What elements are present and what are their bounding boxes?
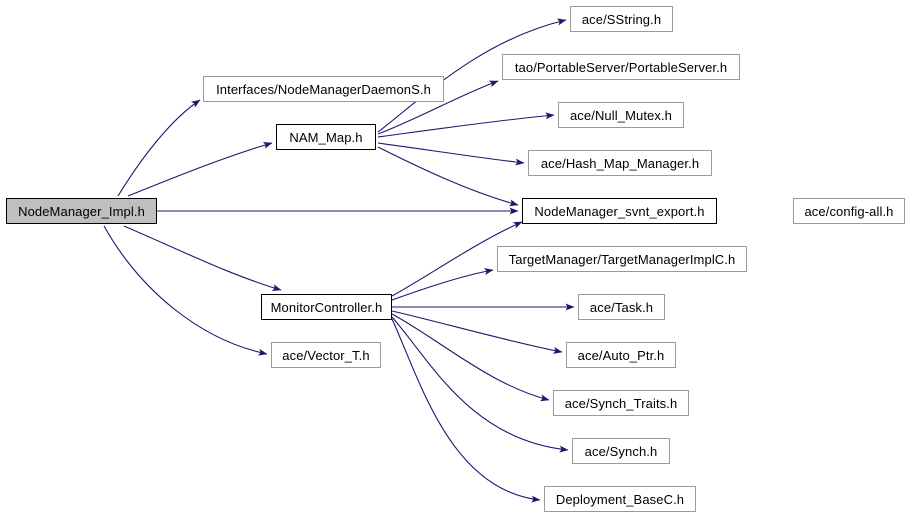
graph-node-label: NodeManager_svnt_export.h xyxy=(534,203,705,219)
graph-node-label: ace/Synch_Traits.h xyxy=(564,395,678,411)
graph-node-label: Deployment_BaseC.h xyxy=(555,491,685,507)
graph-node-ifaces[interactable]: Interfaces/NodeManagerDaemonS.h xyxy=(203,76,444,102)
graph-node-label: tao/PortableServer/PortableServer.h xyxy=(514,59,728,75)
graph-node-label: Interfaces/NodeManagerDaemonS.h xyxy=(216,81,431,97)
graph-node-hashmap[interactable]: ace/Hash_Map_Manager.h xyxy=(528,150,712,176)
graph-node-label: ace/Hash_Map_Manager.h xyxy=(540,155,700,171)
graph-edge-root-to-nammap xyxy=(127,141,273,197)
graph-node-label: TargetManager/TargetManagerImplC.h xyxy=(508,251,736,267)
graph-node-synch[interactable]: ace/Synch.h xyxy=(572,438,670,464)
graph-node-label: ace/Auto_Ptr.h xyxy=(577,347,665,363)
graph-node-root[interactable]: NodeManager_Impl.h xyxy=(6,198,157,224)
graph-edge-nammap-to-svntexport xyxy=(377,146,519,207)
graph-node-sstring[interactable]: ace/SString.h xyxy=(570,6,673,32)
graph-edge-monitorctrl-to-deploymentbase xyxy=(391,318,541,503)
graph-node-task[interactable]: ace/Task.h xyxy=(578,294,665,320)
graph-edge-monitorctrl-to-synch xyxy=(391,316,569,453)
graph-edge-root-to-ifaces xyxy=(117,99,201,197)
graph-node-label: MonitorController.h xyxy=(270,299,383,315)
graph-node-label: ace/Null_Mutex.h xyxy=(569,107,673,123)
graph-node-portableserver[interactable]: tao/PortableServer/PortableServer.h xyxy=(502,54,740,80)
graph-node-nammap[interactable]: NAM_Map.h xyxy=(276,124,376,150)
graph-node-svntexport[interactable]: NodeManager_svnt_export.h xyxy=(522,198,717,224)
graph-node-label: ace/Task.h xyxy=(589,299,654,315)
graph-node-targetmanager[interactable]: TargetManager/TargetManagerImplC.h xyxy=(497,246,747,272)
graph-node-autoptr[interactable]: ace/Auto_Ptr.h xyxy=(566,342,676,368)
graph-edge-monitorctrl-to-autoptr xyxy=(391,310,563,354)
graph-edge-monitorctrl-to-targetmanager xyxy=(391,268,494,301)
graph-edge-root-to-monitorctrl xyxy=(123,225,282,291)
graph-node-label: ace/SString.h xyxy=(581,11,662,27)
graph-node-monitorctrl[interactable]: MonitorController.h xyxy=(261,294,392,320)
graph-edge-monitorctrl-to-synchtraits xyxy=(391,313,550,402)
graph-node-label: ace/Vector_T.h xyxy=(282,347,370,363)
graph-node-nullmutex[interactable]: ace/Null_Mutex.h xyxy=(558,102,684,128)
graph-node-label: ace/config-all.h xyxy=(804,203,894,219)
graph-node-label: NAM_Map.h xyxy=(289,129,363,145)
graph-edge-root-to-vector xyxy=(103,225,268,356)
graph-node-configall[interactable]: ace/config-all.h xyxy=(793,198,905,224)
graph-edge-nammap-to-hashmap xyxy=(377,142,525,166)
graph-node-label: NodeManager_Impl.h xyxy=(18,203,145,219)
graph-node-vector[interactable]: ace/Vector_T.h xyxy=(271,342,381,368)
graph-node-deploymentbase[interactable]: Deployment_BaseC.h xyxy=(544,486,696,512)
graph-node-label: ace/Synch.h xyxy=(584,443,658,459)
graph-edge-nammap-to-nullmutex xyxy=(377,112,555,138)
graph-node-synchtraits[interactable]: ace/Synch_Traits.h xyxy=(553,390,689,416)
